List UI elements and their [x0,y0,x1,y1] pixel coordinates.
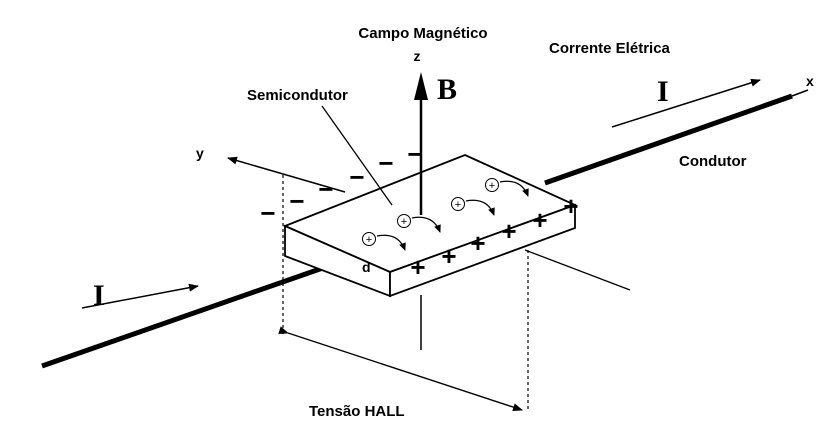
negative-charge: − [289,186,304,216]
positive-charge: + [563,191,578,221]
semiconductor-label: Semicondutor [247,87,348,104]
negative-charge: − [318,174,333,204]
svg-text:+: + [366,234,372,246]
magnetic-field-label: Campo Magnético [358,25,487,42]
conductor-label: Condutor [679,153,747,170]
y-axis-arrow [227,156,346,193]
b-field-label: B [437,73,457,106]
carrier-1: + [362,232,406,251]
svg-text:+: + [489,180,495,192]
current-symbol-right: I [657,75,669,108]
conductor-wire-right [544,93,793,186]
carrier-3: + [451,197,495,216]
semiconductor-pointer [321,105,393,206]
carrier-4: + [485,178,529,197]
b-field-arrowhead [414,72,428,100]
carrier-2: + [397,214,441,233]
svg-text:+: + [401,216,407,228]
x-axis-label: x [806,73,814,89]
negative-charge: − [378,148,393,178]
positive-charge: + [532,205,547,235]
current-arrow-right [611,78,761,128]
conductor-wire-left [41,259,341,369]
thickness-label: d [362,259,371,275]
svg-text:+: + [455,199,461,211]
current-symbol-left: I [93,279,105,312]
z-axis-label: z [414,48,421,64]
positive-charge: + [441,241,456,271]
hall-voltage-arrow [278,326,523,411]
conductor-pointer [524,249,631,291]
negative-charge: − [349,162,364,192]
y-axis-label: y [196,145,204,161]
negative-charge: − [407,139,422,169]
positive-charge: + [501,216,516,246]
hall-voltage-label: Tensão HALL [309,403,405,420]
current-label: Corrente Elétrica [549,40,671,57]
positive-charge: + [410,252,425,282]
semiconductor-side-face [389,203,576,298]
x-axis-line [791,89,809,97]
negative-charge: − [260,198,275,228]
positive-charge: + [470,228,485,258]
current-arrow-left [81,283,199,309]
